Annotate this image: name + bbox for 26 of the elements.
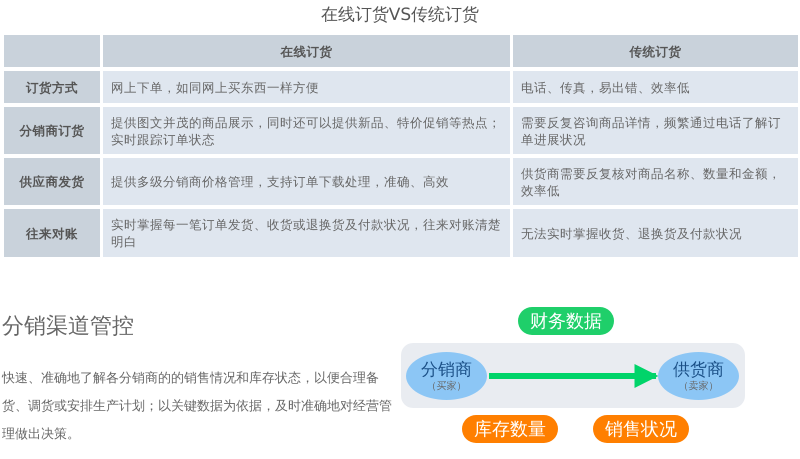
row-header: 供应商发货 — [4, 158, 100, 205]
table-cell: 实时掌握每一笔订单发货、收货或退换货及付款状况，往来对账清楚明白 — [103, 209, 510, 257]
table-cell: 电话、传真，易出错、效率低 — [513, 71, 798, 103]
table-cell: 供货商需要反复核对商品名称、数量和金额，效率低 — [513, 158, 798, 205]
row-header: 分销商订货 — [4, 107, 100, 154]
table-cell: 无法实时掌握收货、退换货及付款状况 — [513, 209, 798, 257]
flow-panel — [401, 343, 745, 408]
party-role: （卖家） — [678, 380, 718, 392]
tag-pill: 销售状况 — [593, 415, 689, 443]
tag-pill: 财务数据 — [518, 307, 614, 335]
party-name: 供货商 — [673, 360, 724, 380]
page-title: 在线订货VS传统订货 — [320, 4, 480, 26]
column-header: 传统订货 — [513, 35, 798, 67]
row-header: 往来对账 — [4, 209, 100, 257]
arrow — [489, 364, 658, 388]
row-header: 订货方式 — [4, 71, 100, 103]
table-cell: 提供多级分销商价格管理，支持订单下载处理，准确、高效 — [103, 158, 510, 205]
party-name: 分销商 — [421, 360, 472, 380]
column-header: 在线订货 — [103, 35, 510, 67]
tag-pill: 库存数量 — [462, 415, 558, 443]
description-text: 快速、准确地了解各分销商的的销售情况和库存状态，以便合理备货、调货或安排生产计划；以关键数据为依据，及时准确地对经营管理做出决策。 — [2, 370, 393, 444]
table-cell: 需要反复咨询商品详情，频繁通过电话了解订单进展状况 — [513, 107, 798, 154]
table-cell: 网上下单，如同网上买东西一样方便 — [103, 71, 510, 103]
party-role: （买家） — [426, 380, 466, 392]
table-cell: 提供图文并茂的商品展示，同时还可以提供新品、特价促销等热点；实时跟踪订单状态 — [103, 107, 510, 154]
section-heading: 分销渠道管控 — [2, 313, 134, 341]
